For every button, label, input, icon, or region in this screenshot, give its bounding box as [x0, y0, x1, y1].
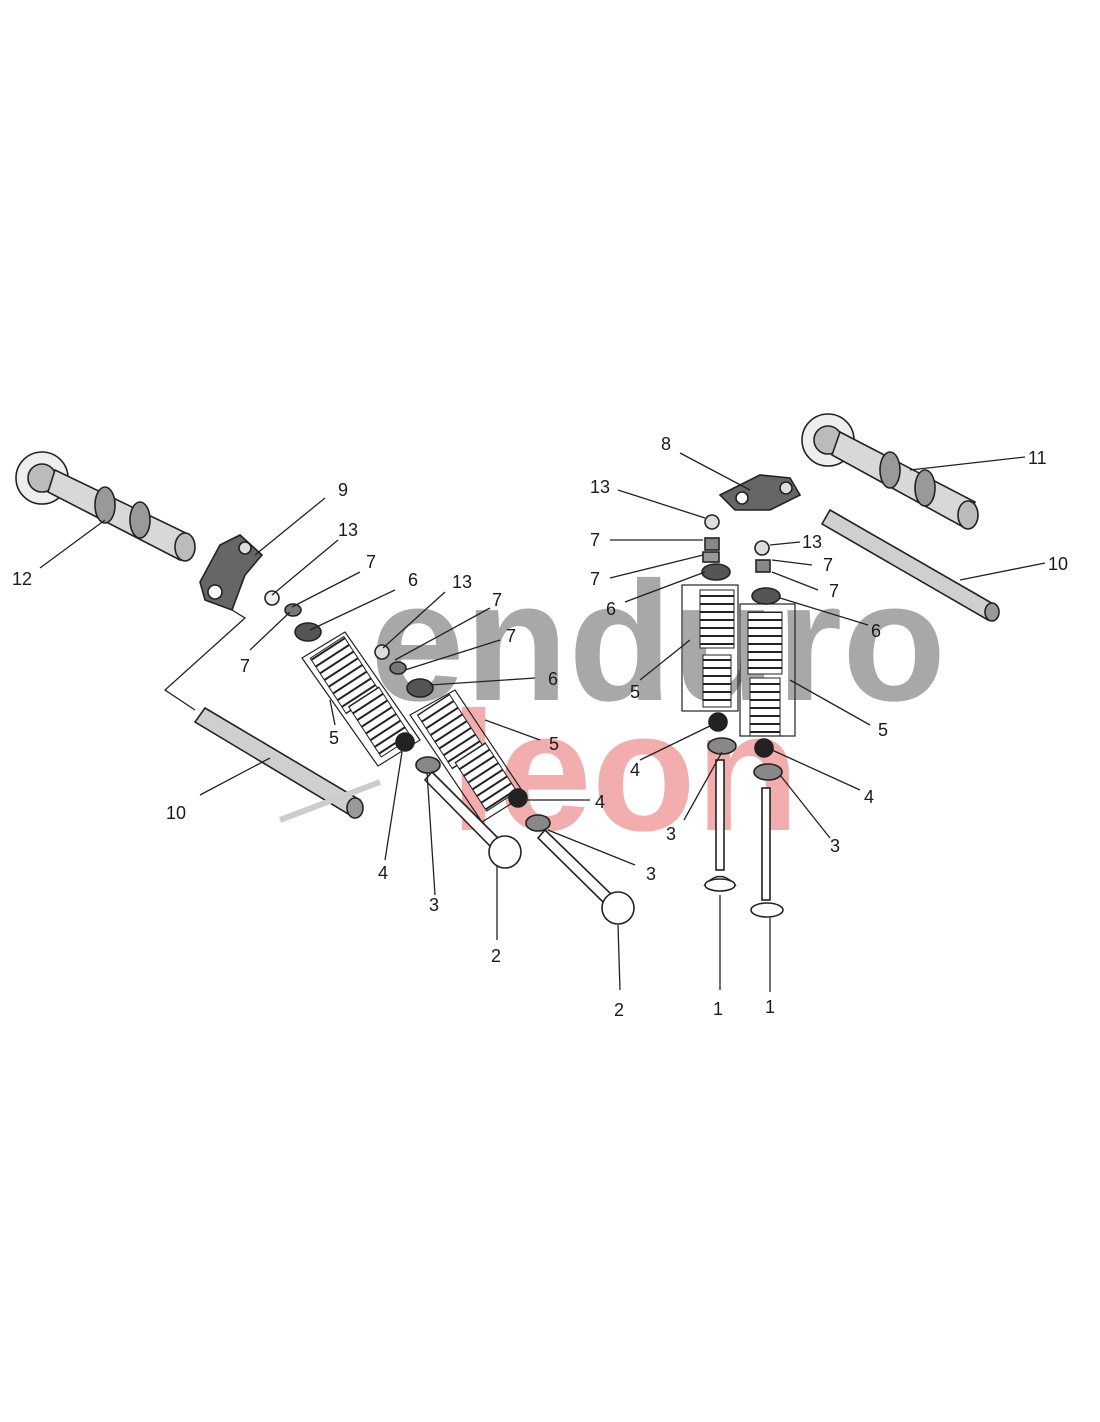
callout-3: 3 — [429, 895, 439, 915]
camshaft-right — [801, 413, 979, 530]
callout-7: 7 — [590, 569, 600, 589]
callout-13: 13 — [452, 572, 472, 592]
callout-6: 6 — [606, 599, 616, 619]
watermark-leon: leon — [450, 677, 799, 867]
rocker-shaft-right — [820, 508, 1000, 622]
callout-7: 7 — [590, 530, 600, 550]
callout-9: 9 — [338, 480, 348, 500]
callout-7: 7 — [823, 555, 833, 575]
callout-3: 3 — [830, 836, 840, 856]
callout-7: 7 — [240, 656, 250, 676]
valve-set-right-a — [681, 514, 739, 892]
valve-set-left-a — [264, 590, 522, 869]
callout-6: 6 — [408, 570, 418, 590]
callout-10: 10 — [1048, 554, 1068, 574]
rocker-shaft-left — [193, 706, 382, 823]
callout-10: 10 — [166, 803, 186, 823]
callout-3: 3 — [666, 824, 676, 844]
callout-1: 1 — [713, 999, 723, 1019]
callout-3: 3 — [646, 864, 656, 884]
callout-4: 4 — [378, 863, 388, 883]
watermark-enduro: enduro — [370, 547, 946, 737]
callout-2: 2 — [491, 946, 501, 966]
callout-5: 5 — [329, 728, 339, 748]
callout-7: 7 — [366, 552, 376, 572]
callout-labels: 1 1 2 2 3 3 3 3 4 4 4 4 5 5 5 5 6 6 6 6 … — [12, 434, 1068, 1020]
callout-13: 13 — [338, 520, 358, 540]
camshaft-left — [15, 451, 196, 562]
callout-7: 7 — [492, 590, 502, 610]
callout-5: 5 — [549, 734, 559, 754]
callout-6: 6 — [548, 669, 558, 689]
callout-6: 6 — [871, 621, 881, 641]
rocker-arm-left — [163, 534, 264, 711]
callout-4: 4 — [864, 787, 874, 807]
callout-2: 2 — [614, 1000, 624, 1020]
callout-5: 5 — [630, 682, 640, 702]
rocker-arm-right — [718, 474, 802, 511]
valve-set-right-b — [739, 540, 796, 918]
callout-13: 13 — [590, 477, 610, 497]
callout-4: 4 — [630, 760, 640, 780]
watermark: enduro leon — [370, 547, 946, 867]
callout-7: 7 — [829, 581, 839, 601]
callout-11: 11 — [1028, 448, 1047, 468]
callout-5: 5 — [878, 720, 888, 740]
leader-lines — [39, 452, 1046, 992]
callout-1: 1 — [765, 997, 775, 1017]
callout-7: 7 — [506, 626, 516, 646]
callout-12: 12 — [12, 569, 32, 589]
callout-8: 8 — [661, 434, 671, 454]
callout-13: 13 — [802, 532, 822, 552]
valve-set-left-b — [374, 644, 635, 925]
callout-4: 4 — [595, 792, 605, 812]
